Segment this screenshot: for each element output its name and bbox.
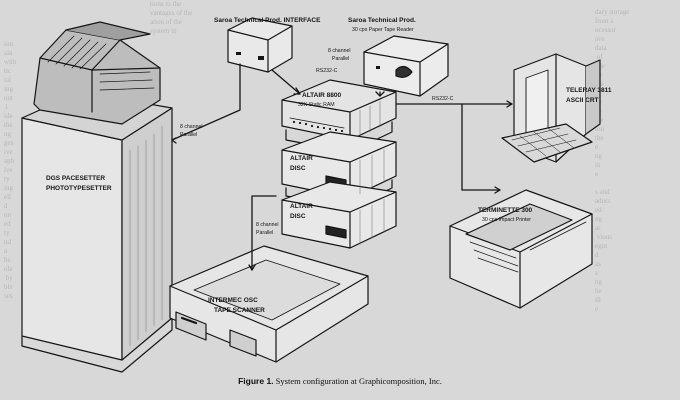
crt-rs232-label: RS232-C [432, 96, 454, 102]
scanner-label-2: TAPE SCANNER [214, 307, 265, 314]
disc1-label-1: ALTAIR [290, 155, 313, 162]
phototypesetter-illustration [21, 21, 173, 373]
tape-reader-label-1: Saroa Technical Prod. [348, 17, 416, 24]
figure-caption-text: System configuration at Graphicompositio… [275, 376, 442, 386]
interface-label: Saroa Technical Prod. INTERFACE [214, 17, 321, 24]
connection-lines [171, 63, 513, 271]
computer-label-2: 32K Static RAM [298, 102, 335, 108]
tape-scanner-illustration [169, 245, 369, 363]
typesetter-link-label-1: 8 channel [180, 124, 203, 130]
printer-label-1: TERMINETTE 300 [478, 207, 533, 214]
scanner-link-label-2: Parallel [256, 230, 273, 236]
figure-caption-label: Figure 1. [238, 376, 274, 386]
figure-caption: Figure 1. System configuration at Graphi… [0, 376, 680, 386]
scanner-link-label-1: 8 channel [256, 222, 279, 228]
line-interface-typesetter [171, 63, 241, 141]
crt-label-2: ASCII CRT [566, 97, 599, 104]
reader-link-label-1: 8 channel [328, 48, 351, 54]
altair-computer-illustration [281, 79, 397, 249]
scanner-label-1: INTERMEC OSC [208, 297, 258, 304]
crt-label-1: TELERAY 3811 [566, 87, 612, 94]
line-computer-printer [461, 103, 501, 191]
tape-reader-label-2: 30 cps Paper Tape Reader [352, 27, 414, 33]
phototypesetter-label-2: PHOTOTYPESETTER [46, 185, 112, 192]
crt-terminal-illustration [501, 53, 601, 163]
tape-reader-illustration [363, 35, 449, 97]
computer-label-1: ALTAIR 8800 [302, 92, 342, 99]
line-computer-scanner [251, 195, 277, 271]
interface-illustration [227, 17, 293, 73]
phototypesetter-label-1: DGS PACESETTER [46, 175, 105, 182]
line-interface-computer [271, 69, 301, 95]
disc1-label-2: DISC [290, 165, 306, 172]
interface-rs232-label: RS232-C [316, 68, 338, 74]
background-text-center: tions to the vantages of the ation of th… [150, 0, 193, 35]
background-text-left: ion ain with tic ial ing out i ide the n… [4, 40, 17, 300]
disc2-label-1: ALTAIR [290, 203, 313, 210]
printer-illustration [449, 189, 593, 309]
printer-label-2: 30 cps Impact Printer [482, 217, 531, 223]
typesetter-link-label-2: Parallel [180, 132, 197, 138]
disc2-label-2: DISC [290, 213, 306, 220]
reader-link-label-2: Parallel [332, 56, 349, 62]
